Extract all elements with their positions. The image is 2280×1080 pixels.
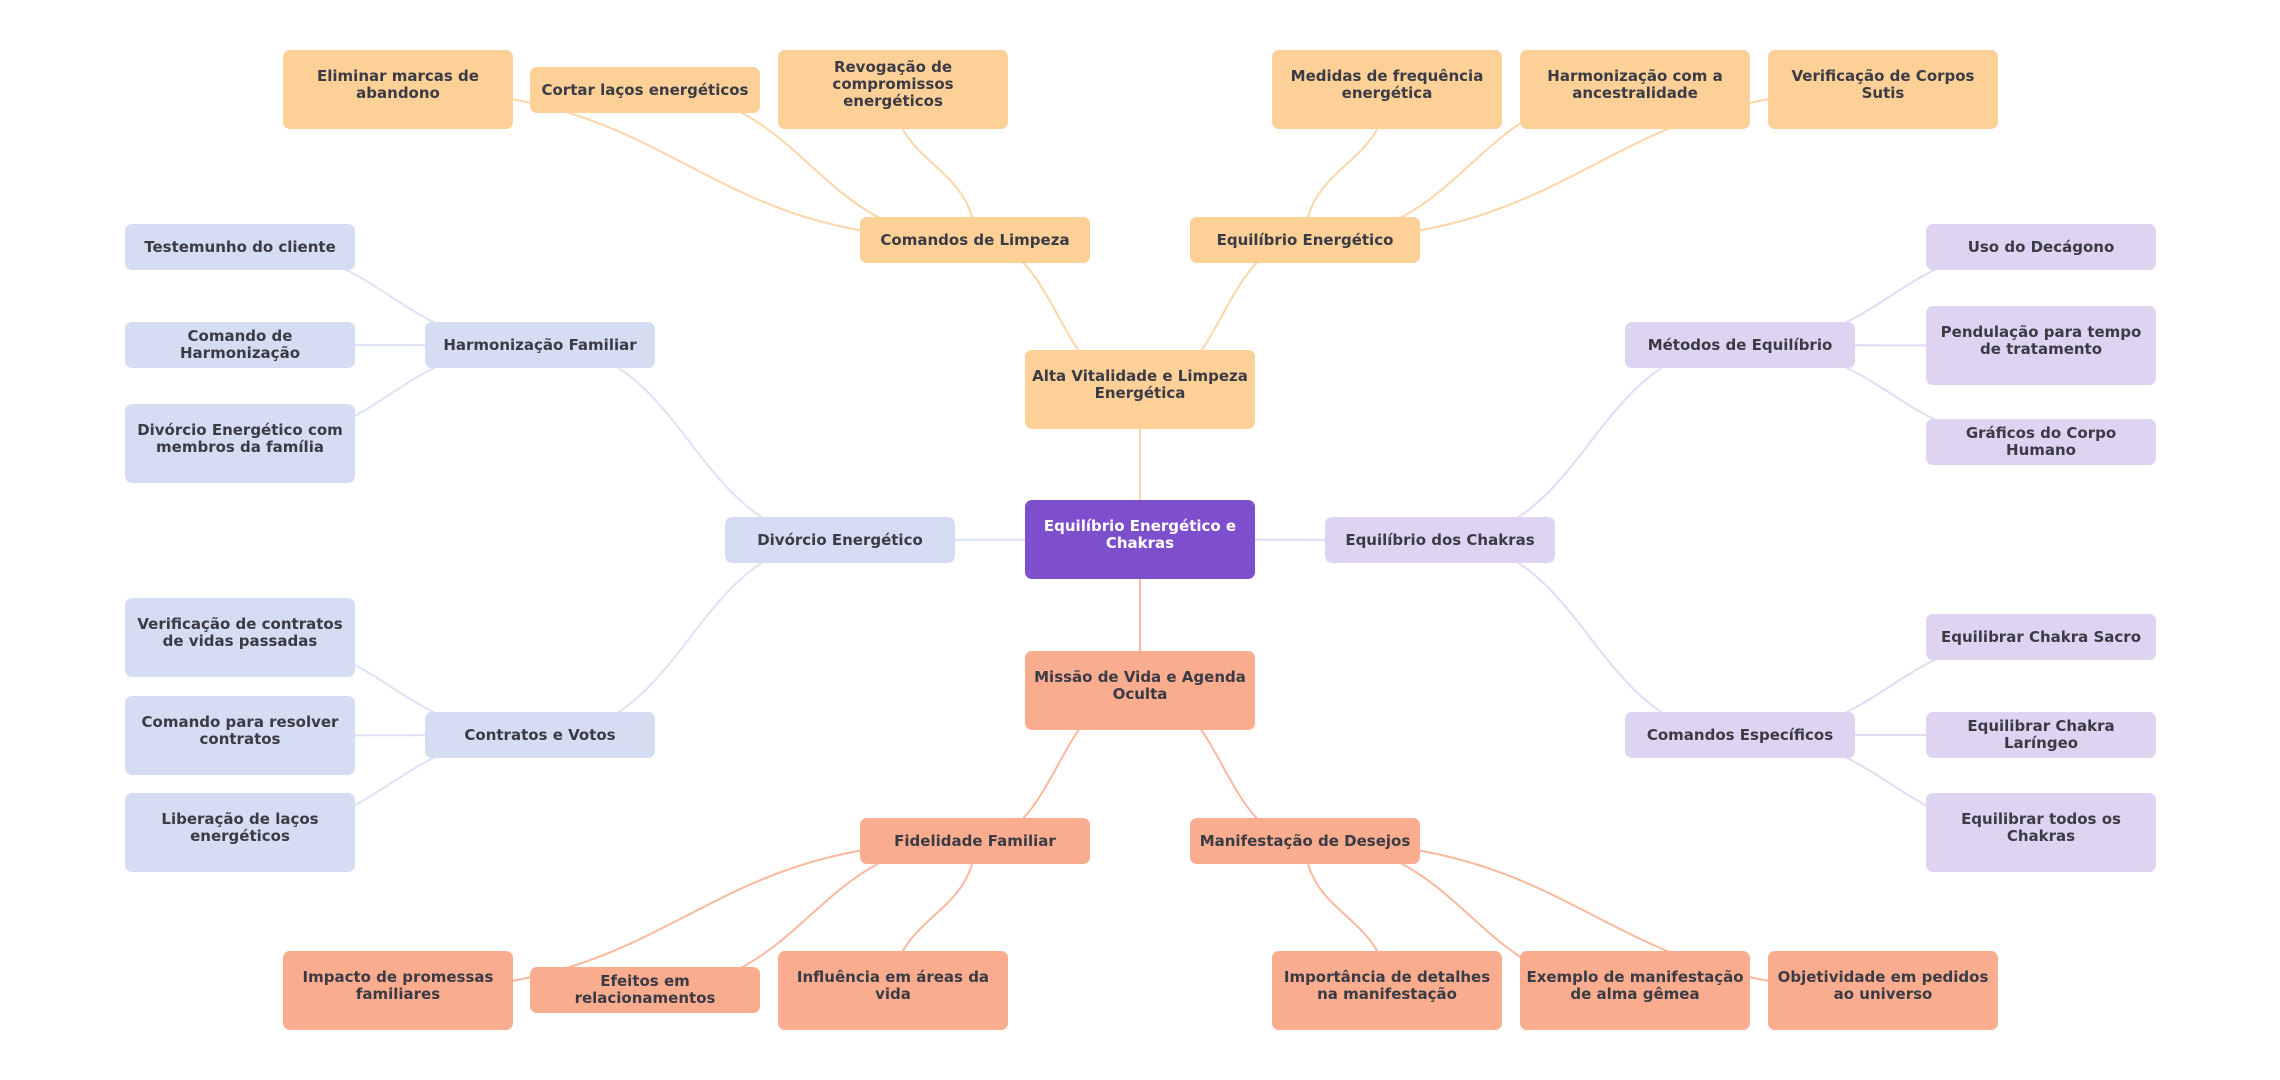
node-label: Efeitos em relacionamentos	[574, 972, 716, 1007]
mind-map-node-alma[interactable]: Exemplo de manifestação de alma gêmea	[1520, 951, 1750, 1030]
node-label: Verificação de Corpos Sutis	[1791, 66, 1975, 102]
mind-map-node-decagono[interactable]: Uso do Decágono	[1926, 224, 2156, 270]
node-label: Equilibrar Chakra Sacro	[1940, 627, 2141, 646]
node-label: Comando para resolver contratos	[141, 712, 339, 748]
node-label: Objetividade em pedidos ao universo	[1777, 967, 1989, 1003]
mind-map-node-limpeza[interactable]: Comandos de Limpeza	[860, 217, 1090, 263]
node-label: Medidas de frequência energética	[1290, 66, 1484, 102]
node-label: Harmonização com a ancestralidade	[1547, 66, 1723, 102]
node-label: Comando de Harmonização	[180, 327, 300, 362]
mind-map-node-divorcio[interactable]: Divórcio Energético	[725, 517, 955, 563]
mind-map-node-liberacao[interactable]: Liberação de laços energéticos	[125, 793, 355, 872]
link-eq_chakras-to-cmd_especificos	[1439, 539, 1741, 736]
mind-map-node-detalhes[interactable]: Importância de detalhes na manifestação	[1272, 951, 1502, 1030]
link-divorcio-to-contratos	[539, 539, 841, 736]
mind-map-node-efeitos[interactable]: Efeitos em relacionamentos	[530, 967, 760, 1013]
node-label: Harmonização Familiar	[443, 335, 637, 354]
mind-map-node-eq-chakras[interactable]: Equilíbrio dos Chakras	[1325, 517, 1555, 563]
link-divorcio-to-harm_familiar	[539, 344, 841, 541]
mind-map-node-metodos[interactable]: Métodos de Equilíbrio	[1625, 322, 1855, 368]
mind-map-node-objetividade[interactable]: Objetividade em pedidos ao universo	[1768, 951, 1998, 1030]
mind-map-node-corpos[interactable]: Verificação de Corpos Sutis	[1768, 50, 1998, 129]
mind-map-node-cmd-contratos[interactable]: Comando para resolver contratos	[125, 696, 355, 775]
node-label: Exemplo de manifestação de alma gêmea	[1526, 967, 1744, 1003]
node-label: Revogação de compromissos energéticos	[832, 58, 954, 110]
mind-map-node-influencia[interactable]: Influência em áreas da vida	[778, 951, 1008, 1030]
root-node[interactable]: Equilíbrio Energético e Chakras	[1025, 500, 1255, 579]
mind-map-node-manifestacao[interactable]: Manifestação de Desejos	[1190, 818, 1420, 864]
mind-map-node-ancestralidade[interactable]: Harmonização com a ancestralidade	[1520, 50, 1750, 129]
mind-map-node-fidelidade[interactable]: Fidelidade Familiar	[860, 818, 1090, 864]
mind-map-node-testemunho[interactable]: Testemunho do cliente	[125, 224, 355, 270]
link-eq_chakras-to-metodos	[1439, 344, 1741, 541]
node-label: Influência em áreas da vida	[796, 967, 990, 1003]
node-label: Gráficos do Corpo Humano	[1965, 424, 2117, 459]
node-label: Liberação de laços energéticos	[161, 809, 319, 845]
mind-map-node-laringeo[interactable]: Equilibrar Chakra Laríngeo	[1926, 712, 2156, 758]
mind-map-node-medidas[interactable]: Medidas de frequência energética	[1272, 50, 1502, 129]
mind-map-node-harm-familiar[interactable]: Harmonização Familiar	[425, 322, 655, 368]
mind-map-node-graficos[interactable]: Gráficos do Corpo Humano	[1926, 419, 2156, 465]
node-label: Equilibrar Chakra Laríngeo	[1967, 717, 2115, 752]
node-label: Equilíbrio Energético	[1216, 230, 1394, 249]
node-label: Comandos Específicos	[1646, 725, 1834, 744]
node-label: Pendulação para tempo de tratamento	[1940, 322, 2142, 358]
mind-map-node-eq-energetico[interactable]: Equilíbrio Energético	[1190, 217, 1420, 263]
node-label: Verificação de contratos de vidas passad…	[137, 614, 343, 650]
node-label: Comandos de Limpeza	[880, 230, 1070, 249]
mind-map-node-cortar[interactable]: Cortar laços energéticos	[530, 67, 760, 113]
mind-map-node-alta[interactable]: Alta Vitalidade e Limpeza Energética	[1025, 350, 1255, 429]
node-label: Contratos e Votos	[464, 725, 616, 744]
mind-map-node-verif-contratos[interactable]: Verificação de contratos de vidas passad…	[125, 598, 355, 677]
node-label: Métodos de Equilíbrio	[1647, 335, 1833, 354]
mind-map-node-pendulacao[interactable]: Pendulação para tempo de tratamento	[1926, 306, 2156, 385]
mind-map-node-eliminar[interactable]: Eliminar marcas de abandono	[283, 50, 513, 129]
node-label: Importância de detalhes na manifestação	[1283, 967, 1491, 1003]
mind-map-node-sacro[interactable]: Equilibrar Chakra Sacro	[1926, 614, 2156, 660]
mind-map-node-div-familia[interactable]: Divórcio Energético com membros da famíl…	[125, 404, 355, 483]
mind-map-node-cmd-especificos[interactable]: Comandos Específicos	[1625, 712, 1855, 758]
node-label: Testemunho do cliente	[144, 237, 336, 256]
node-label: Equilibrar todos os Chakras	[1961, 809, 2121, 845]
node-label: Cortar laços energéticos	[541, 80, 749, 99]
mind-map-node-impacto[interactable]: Impacto de promessas familiares	[283, 951, 513, 1030]
node-label: Missão de Vida e Agenda Oculta	[1034, 667, 1246, 703]
mind-map-node-contratos[interactable]: Contratos e Votos	[425, 712, 655, 758]
node-label: Divórcio Energético com membros da famíl…	[137, 420, 343, 456]
mind-map-node-todos[interactable]: Equilibrar todos os Chakras	[1926, 793, 2156, 872]
node-label: Equilíbrio Energético e Chakras	[1043, 516, 1237, 552]
node-label: Equilíbrio dos Chakras	[1345, 530, 1535, 549]
node-label: Eliminar marcas de abandono	[317, 66, 479, 102]
node-label: Uso do Decágono	[1967, 237, 2115, 256]
node-label: Fidelidade Familiar	[894, 831, 1056, 850]
mind-map-node-cmd-harm[interactable]: Comando de Harmonização	[125, 322, 355, 368]
mind-map-node-revogacao[interactable]: Revogação de compromissos energéticos	[778, 50, 1008, 129]
node-label: Alta Vitalidade e Limpeza Energética	[1032, 366, 1248, 402]
mind-map-node-missao[interactable]: Missão de Vida e Agenda Oculta	[1025, 651, 1255, 730]
node-label: Impacto de promessas familiares	[302, 967, 494, 1003]
node-label: Divórcio Energético	[757, 530, 923, 549]
node-label: Manifestação de Desejos	[1199, 831, 1411, 850]
